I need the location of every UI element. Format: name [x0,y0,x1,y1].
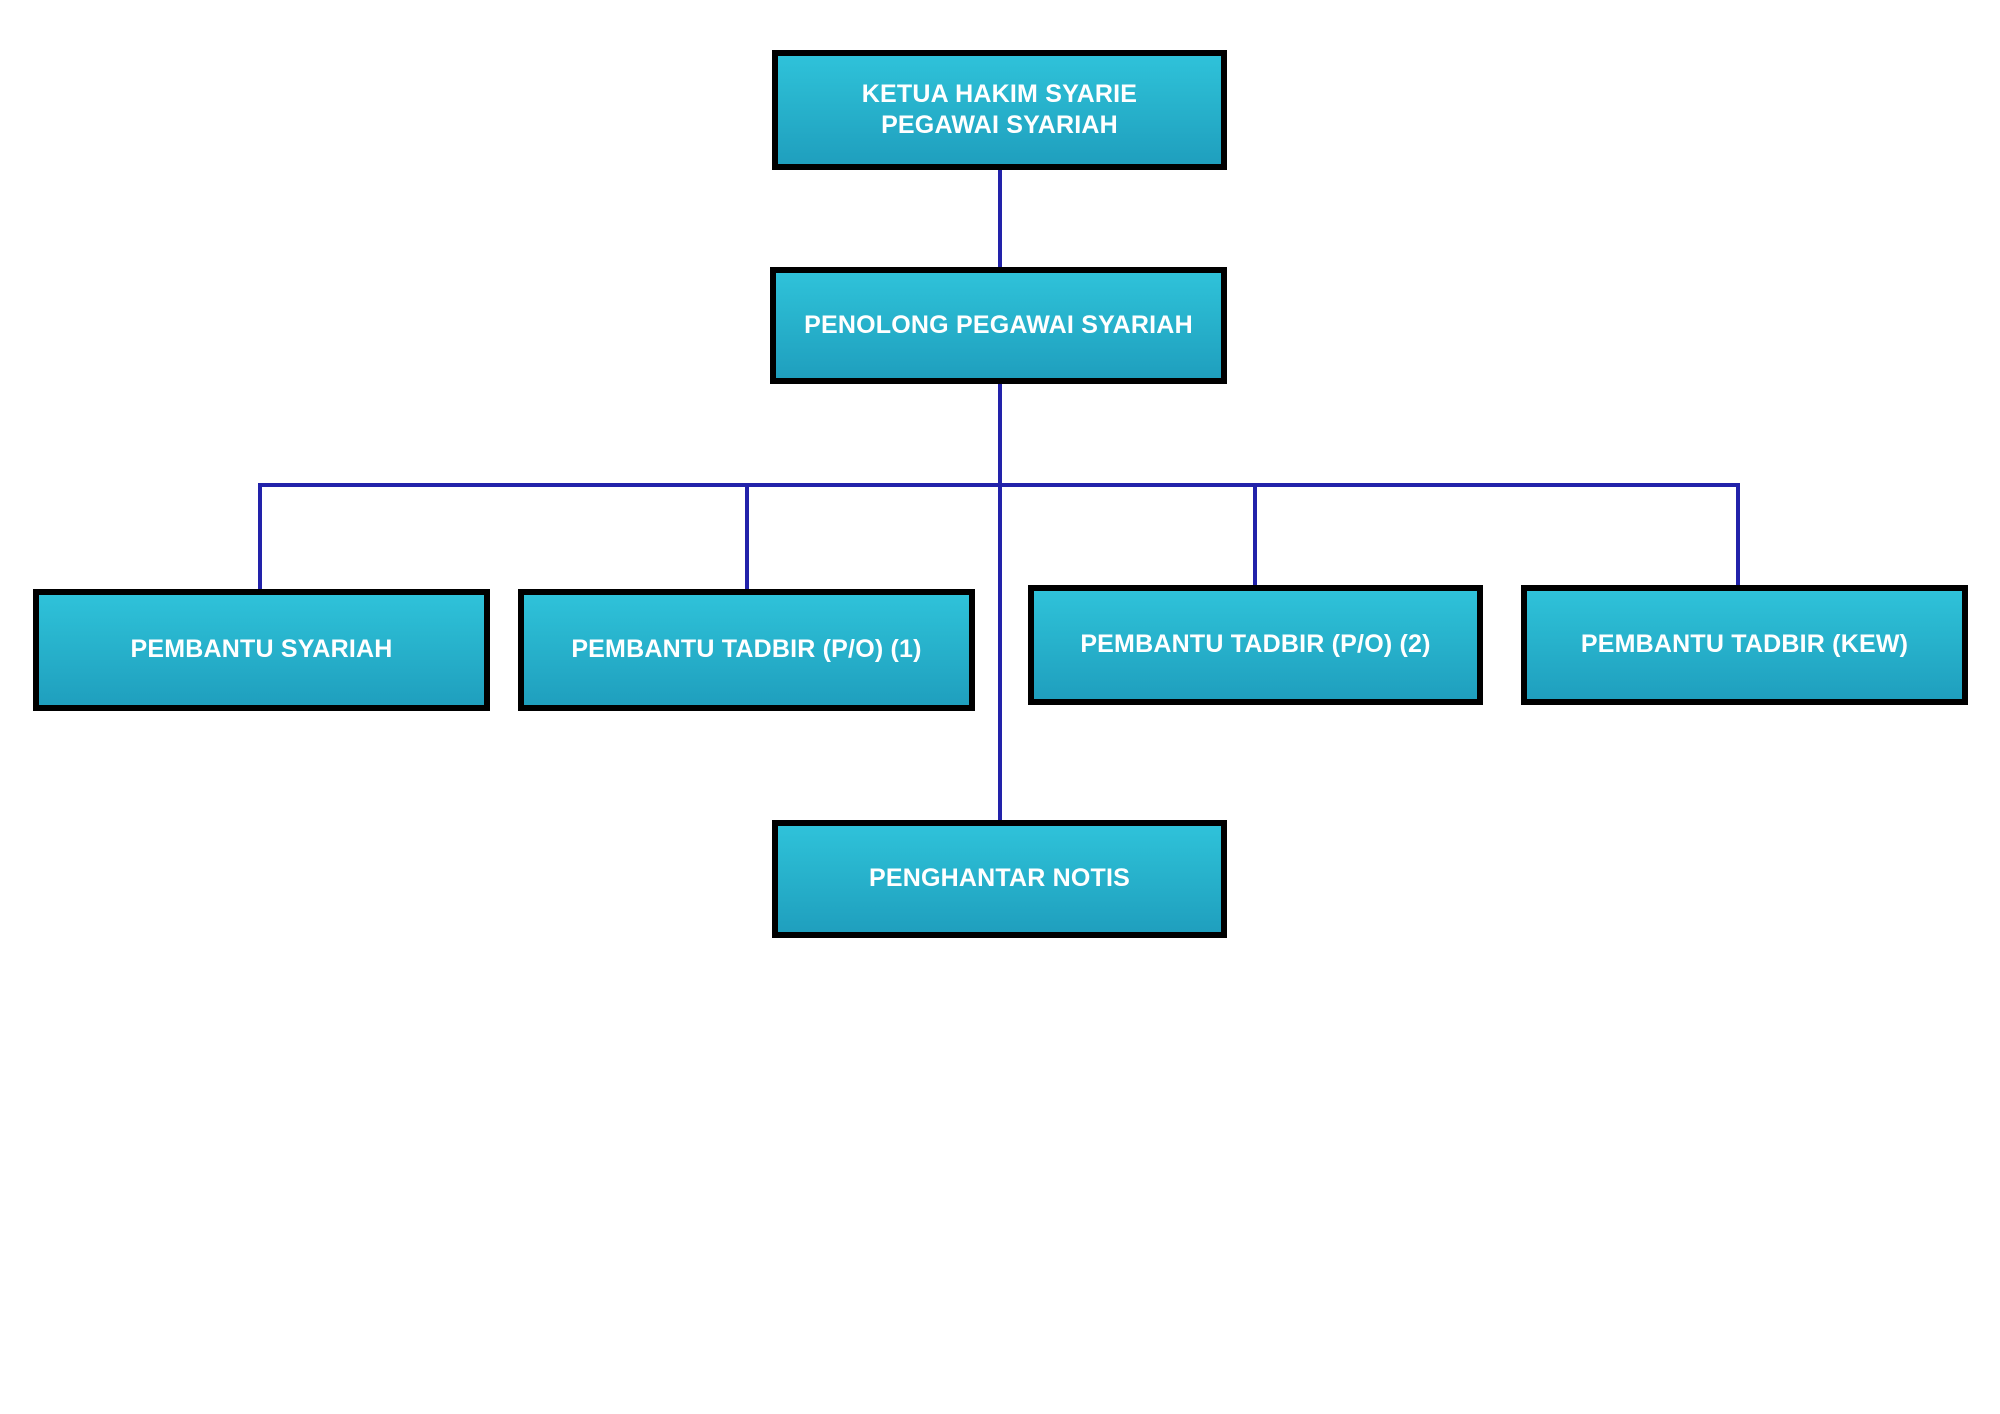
org-node-label: PEMBANTU TADBIR (P/O) (1) [571,635,922,664]
org-node-label: PEMBANTU TADBIR (KEW) [1580,630,1909,659]
org-node-label-line2: PEGAWAI SYARIAH [881,111,1118,139]
org-node-label: KETUA HAKIM SYARIE PEGAWAI SYARIAH [778,79,1221,142]
connector-drop-pembantu-tadbir-po-2 [1253,483,1257,587]
org-node-label: PENGHANTAR NOTIS [868,864,1131,893]
org-node-label: PEMBANTU TADBIR (P/O) (2) [1080,630,1431,659]
org-node-ketua-hakim-syarie[interactable]: KETUA HAKIM SYARIE PEGAWAI SYARIAH [772,50,1227,170]
org-node-pembantu-tadbir-kew[interactable]: PEMBANTU TADBIR (KEW) [1521,585,1968,705]
org-node-penghantar-notis[interactable]: PENGHANTAR NOTIS [772,820,1227,938]
org-node-penolong-pegawai-syariah[interactable]: PENOLONG PEGAWAI SYARIAH [770,267,1227,384]
connector-drop-pembantu-tadbir-po-1 [745,483,749,591]
org-node-label: PEMBANTU SYARIAH [130,635,393,664]
org-node-pembantu-tadbir-po-1[interactable]: PEMBANTU TADBIR (P/O) (1) [518,589,975,711]
org-node-pembantu-syariah[interactable]: PEMBANTU SYARIAH [33,589,490,711]
org-node-label-line1: KETUA HAKIM SYARIE [861,79,1138,108]
connector-ketua-to-penolong [998,168,1002,270]
connector-penolong-spine [998,382,1002,824]
connector-drop-pembantu-syariah [258,483,262,591]
org-node-pembantu-tadbir-po-2[interactable]: PEMBANTU TADBIR (P/O) (2) [1028,585,1483,705]
connector-drop-pembantu-tadbir-kew [1736,483,1740,587]
org-node-label: PENOLONG PEGAWAI SYARIAH [804,310,1193,339]
connector-horizontal-bus [258,483,1740,487]
